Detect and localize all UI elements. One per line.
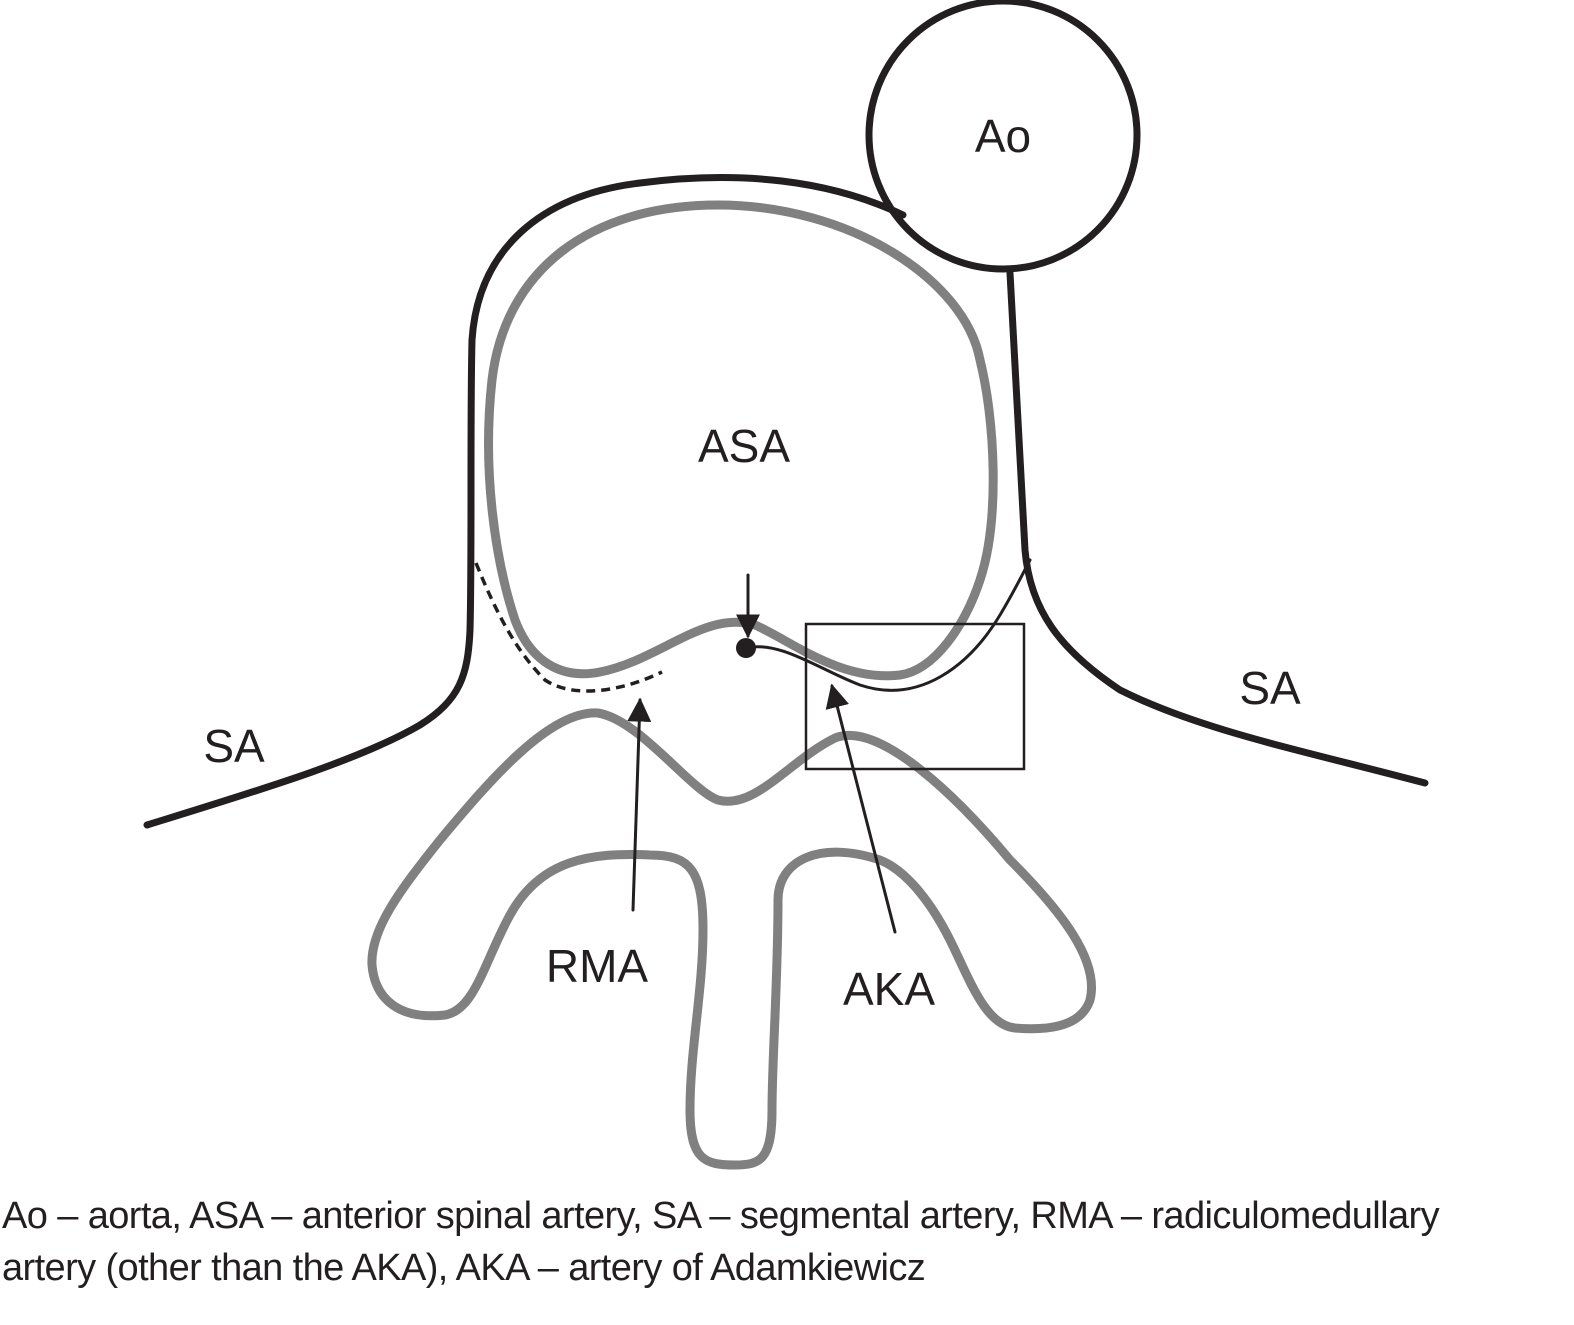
- asa-dot: [736, 638, 756, 658]
- segmental-artery-left: [143, 174, 907, 829]
- label-aka: AKA: [843, 963, 935, 1015]
- caption-line-2: artery (other than the AKA), AKA – arter…: [2, 1247, 926, 1289]
- label-asa: ASA: [698, 420, 790, 472]
- aorta-circle: [865, 0, 1141, 273]
- label-sa-right: SA: [1239, 662, 1301, 714]
- rma-dashed-course: [474, 562, 663, 693]
- aka-highlight-box: [804, 622, 1026, 771]
- label-ao: Ao: [975, 110, 1031, 162]
- aka-course: [744, 558, 1032, 692]
- segmental-artery-right: [1006, 269, 1429, 787]
- figure-caption: Ao – aorta, ASA – anterior spinal artery…: [2, 1190, 1574, 1294]
- label-rma: RMA: [546, 940, 649, 992]
- caption-line-1: Ao – aorta, ASA – anterior spinal artery…: [2, 1195, 1440, 1237]
- aka-arrow: [825, 683, 897, 934]
- vertebral-arch-outline: [367, 708, 1096, 1170]
- rma-arrow: [627, 697, 652, 912]
- label-sa-left: SA: [203, 720, 265, 772]
